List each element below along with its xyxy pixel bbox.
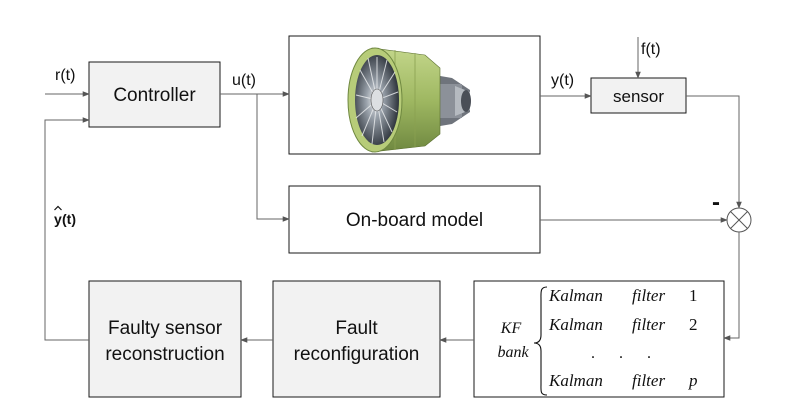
estimate-hat: [54, 205, 62, 211]
kf-ellipsis: . . .: [591, 345, 661, 362]
kf-row-3-name: Kalman: [548, 371, 603, 390]
onboard-model-block: On-board model: [288, 185, 541, 254]
feedback-arrow: [44, 117, 90, 341]
kf-row-1-type: filter: [632, 286, 665, 305]
output-signal-label: y(t): [551, 72, 574, 89]
sensor-label: sensor: [613, 87, 664, 106]
kf-row-1-name: Kalman: [548, 286, 603, 305]
estimate-signal-suffix: (t): [62, 211, 76, 227]
sensor-to-junction-arrow: [686, 95, 742, 209]
turbofan-engine-icon: [347, 47, 471, 153]
connectors: [44, 37, 742, 343]
kf-row-3-type: filter: [632, 371, 665, 390]
reference-signal-label: r(t): [55, 67, 75, 84]
fault-reconfiguration-label-line2: reconfiguration: [294, 344, 420, 365]
control-to-model-arrow: [256, 94, 290, 222]
controller-label: Controller: [113, 85, 196, 106]
engine-block: [288, 35, 541, 155]
kf-bank-label-bottom: bank: [497, 344, 529, 361]
control-signal-label: u(t): [232, 72, 256, 89]
kf-bank-brace: [533, 286, 548, 396]
kf-row-2-index: 2: [689, 315, 698, 334]
kf-bank-block: KF bank Kalman filter 1 Kalman filter 2 …: [473, 280, 725, 398]
kf-bank-label-top: KF: [500, 320, 522, 337]
junction-to-kf-arrow: [723, 232, 740, 341]
fault-signal-label: f(t): [641, 41, 661, 58]
fault-reconfiguration-block: Fault reconfiguration: [272, 280, 441, 398]
kf-row-1-index: 1: [689, 286, 698, 305]
kf-row-3-index: p: [688, 371, 698, 390]
controller-block: Controller: [88, 61, 221, 128]
faulty-sensor-label-line1: Faulty sensor: [108, 318, 223, 339]
kf-row-2-type: filter: [632, 315, 665, 334]
minus-sign: -: [712, 189, 720, 216]
sensor-block: sensor: [590, 77, 687, 114]
faulty-sensor-reconstruction-block: Faulty sensor reconstruction: [88, 280, 242, 398]
estimate-signal-label: y (t): [54, 205, 76, 227]
estimate-signal-base: y: [54, 211, 62, 227]
summing-junction: [726, 207, 752, 233]
kf-row-2-name: Kalman: [548, 315, 603, 334]
fault-reconfiguration-label-line1: Fault: [335, 318, 378, 339]
faulty-sensor-label-line2: reconstruction: [105, 344, 224, 365]
onboard-model-label: On-board model: [346, 210, 483, 231]
